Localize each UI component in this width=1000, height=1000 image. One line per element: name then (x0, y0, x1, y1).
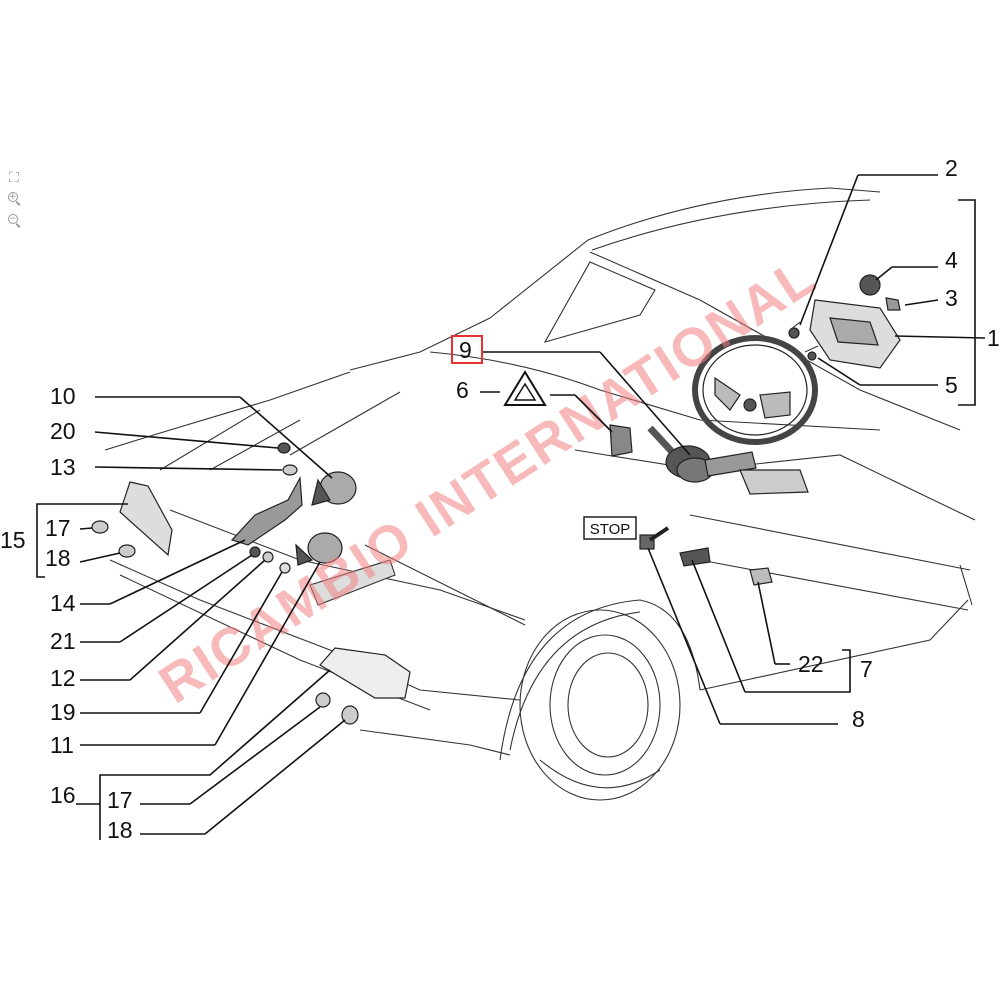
front-indicator-right (319, 647, 411, 699)
callout-3[interactable]: 3 (945, 285, 958, 311)
stop-label-box: STOP (583, 516, 637, 540)
callout-16[interactable]: 16 (50, 782, 76, 808)
callout-4[interactable]: 4 (945, 247, 958, 273)
callout-21[interactable]: 21 (50, 628, 76, 654)
combination-switch (647, 425, 809, 495)
zoom-in-icon[interactable]: + (4, 190, 24, 210)
front-indicator-left (119, 481, 173, 557)
bulb-18-left (118, 544, 136, 558)
callout-13[interactable]: 13 (50, 454, 76, 480)
hazard-switch (609, 424, 633, 457)
callout-2[interactable]: 2 (945, 155, 958, 181)
stop-label: STOP (590, 521, 631, 538)
callout-8[interactable]: 8 (852, 706, 865, 732)
clip-part-3 (885, 297, 901, 311)
bulb-17-right (315, 692, 331, 708)
hazard-symbol (503, 370, 547, 406)
callout-6[interactable]: 6 (456, 377, 469, 403)
grille-strip (309, 559, 396, 606)
repeater-bulb (749, 567, 773, 586)
emblem-part-4 (859, 274, 881, 296)
viewer-toolbar: ⛶ + − (4, 168, 26, 234)
expand-icon[interactable]: ⛶ (9, 170, 19, 186)
horn-lower (295, 532, 343, 566)
callout-11[interactable]: 11 (50, 732, 74, 758)
horn-bracket (230, 475, 303, 546)
callout-9[interactable]: 9 (459, 337, 472, 363)
screw-part-19 (279, 562, 291, 574)
washer-part-12 (262, 551, 274, 563)
zoom-out-icon[interactable]: − (4, 212, 24, 232)
callout-7[interactable]: 7 (860, 656, 873, 682)
callout-17-left[interactable]: 17 (45, 515, 71, 541)
callout-17-right[interactable]: 17 (107, 787, 133, 813)
callout-12[interactable]: 12 (50, 665, 76, 691)
horn-pad (809, 299, 901, 369)
callout-14[interactable]: 14 (50, 590, 76, 616)
side-repeater (679, 547, 711, 567)
selected-callout-box (451, 335, 483, 364)
callout-22[interactable]: 22 (798, 651, 824, 677)
screw-part-5 (804, 345, 819, 361)
washer-part-13 (282, 464, 298, 476)
stop-switch (639, 526, 670, 550)
nut-part-20 (277, 442, 291, 454)
nut-part-21 (249, 546, 261, 558)
leader-lines (36, 174, 986, 840)
callout-5[interactable]: 5 (945, 372, 958, 398)
callout-18-right[interactable]: 18 (107, 817, 133, 843)
callout-19[interactable]: 19 (50, 699, 76, 725)
screw-part-2 (788, 321, 801, 339)
steering-wheel (692, 335, 818, 445)
callout-10[interactable]: 10 (50, 383, 76, 409)
callout-15[interactable]: 15 (0, 527, 26, 553)
watermark-text: RICAMBIO INTERNATIONAL (149, 246, 827, 715)
bulb-17-left (91, 520, 109, 534)
callout-18-left[interactable]: 18 (45, 545, 71, 571)
callout-1[interactable]: 1 (987, 325, 1000, 351)
horn-upper (311, 471, 357, 506)
callout-labels: 2 4 3 1 5 9 6 22 7 8 10 20 13 15 17 18 1… (0, 155, 1000, 843)
callout-20[interactable]: 20 (50, 418, 76, 444)
bulb-18-right (341, 705, 359, 725)
